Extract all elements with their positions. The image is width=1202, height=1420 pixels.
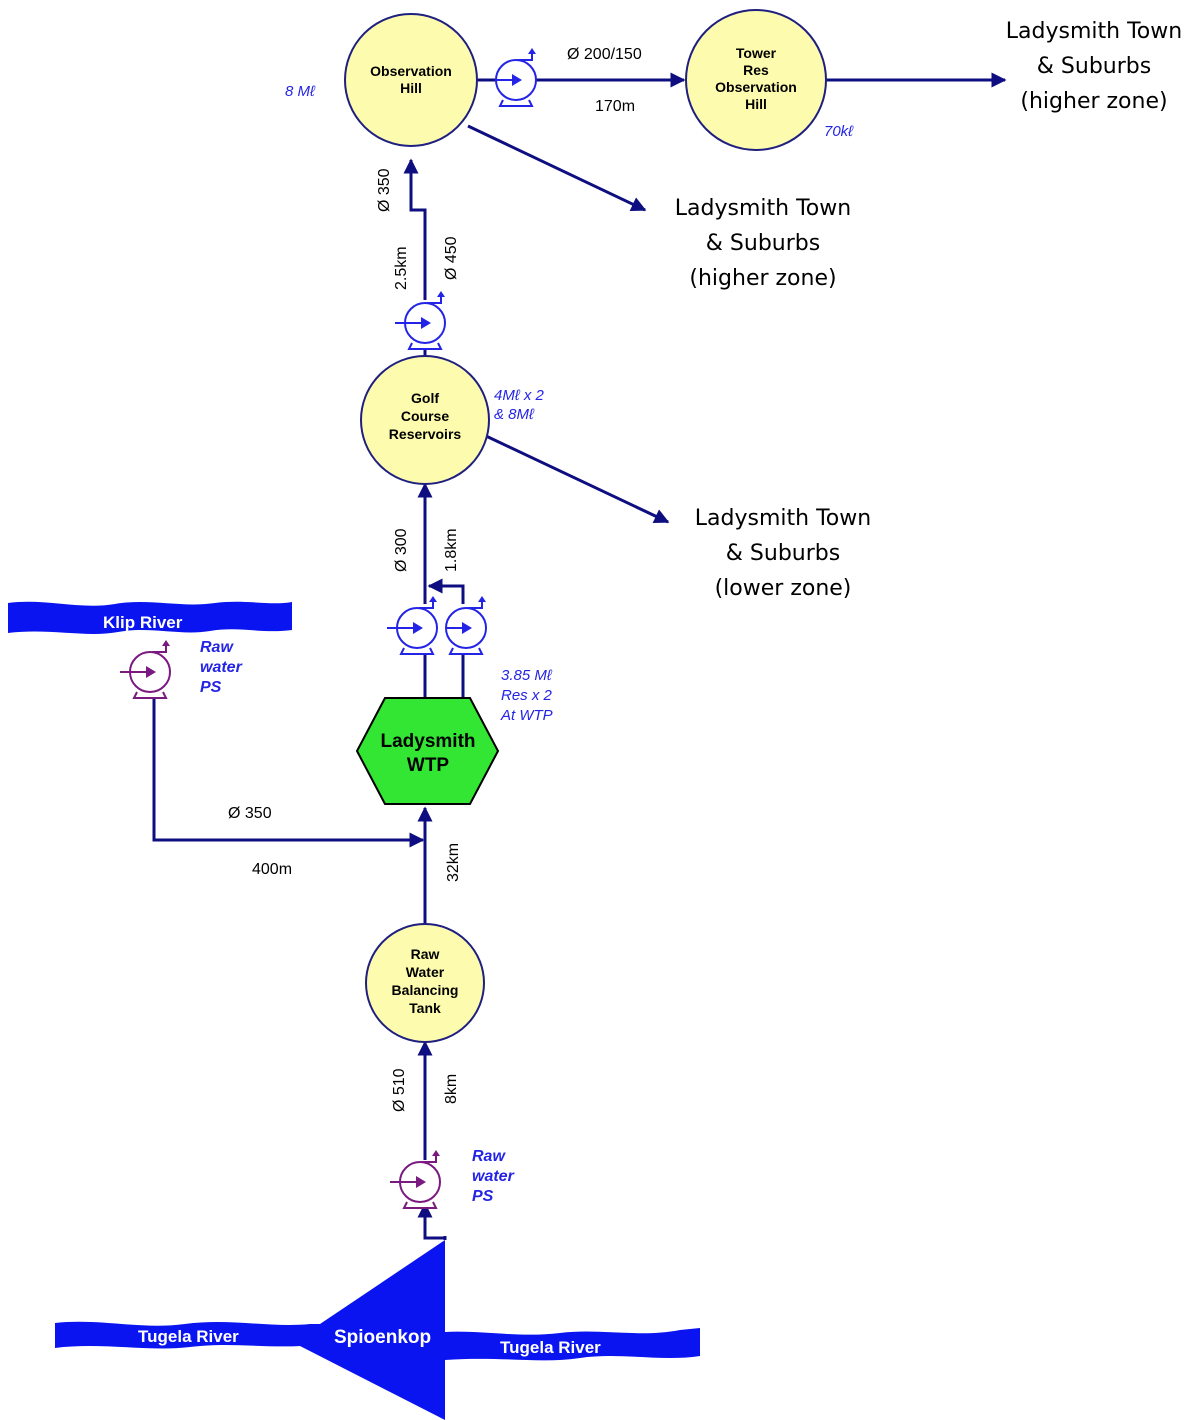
obs-pipe-length: 2.5km	[393, 246, 410, 290]
tower-pipe-length: 170m	[595, 98, 635, 115]
svg-text:Hill: Hill	[745, 96, 767, 112]
svg-text:Ladysmith Town: Ladysmith Town	[695, 506, 871, 531]
ladysmith-wtp: Ladysmith WTP	[355, 697, 500, 805]
klip-ps-label-3: PS	[200, 679, 222, 696]
pump-icon-golf-booster	[395, 291, 446, 350]
svg-text:Tank: Tank	[409, 1000, 441, 1016]
klip-river	[8, 601, 292, 634]
pipe-golf-to-lower-zone	[485, 434, 670, 524]
pump-icon-observation-tower	[495, 48, 537, 107]
obs-pipe-diameter-right: Ø 450	[443, 236, 460, 280]
golf-pipe-length: 1.8km	[443, 528, 460, 572]
svg-text:(higher zone): (higher zone)	[689, 266, 836, 291]
observation-hill-reservoir: Observation Hill	[344, 13, 478, 147]
golf-pipe-diameter: Ø 300	[393, 528, 410, 572]
svg-text:Ladysmith Town: Ladysmith Town	[675, 196, 851, 221]
pump-icon-wtp-1	[387, 596, 438, 655]
svg-text:& Suburbs: & Suburbs	[1037, 54, 1151, 79]
destination-golf-lower-zone: Ladysmith Town & Suburbs (lower zone)	[695, 506, 871, 601]
spioenkop-ps-label-1: Raw	[472, 1148, 506, 1165]
pipe-pump-to-observation	[403, 158, 427, 300]
klip-ps-label-2: water	[200, 659, 243, 676]
svg-text:& Suburbs: & Suburbs	[706, 231, 820, 256]
destination-obs-higher-zone: Ladysmith Town & Suburbs (higher zone)	[675, 196, 851, 291]
golf-course-capacity-2: & 8Mℓ	[494, 406, 535, 423]
pump-icon-klip-raw-water	[120, 640, 171, 699]
pump-icon-spioenkop-raw-water	[390, 1150, 441, 1209]
tugela-river-label-left: Tugela River	[138, 1327, 239, 1346]
svg-text:Tower: Tower	[736, 45, 777, 61]
svg-text:Raw: Raw	[411, 946, 440, 962]
tower-reservoir-capacity: 70kℓ	[824, 123, 854, 140]
pipe-pump-2-bypass	[427, 578, 465, 604]
balancing-tank: Raw Water Balancing Tank	[365, 923, 485, 1043]
obs-pipe-diameter-left: Ø 350	[376, 168, 393, 212]
svg-text:& Suburbs: & Suburbs	[726, 541, 840, 566]
svg-text:WTP: WTP	[407, 755, 450, 776]
spioenkop-pipe-length: 8km	[443, 1074, 460, 1104]
klip-pipe-diameter: Ø 350	[228, 805, 272, 822]
svg-text:(higher zone): (higher zone)	[1020, 89, 1167, 114]
svg-text:Ladysmith: Ladysmith	[380, 731, 475, 752]
pipe-obs-to-higher-zone	[467, 124, 647, 212]
wtp-pipe-length: 32km	[445, 843, 462, 882]
svg-text:Course: Course	[401, 408, 449, 424]
svg-text:Balancing: Balancing	[392, 982, 459, 998]
observation-hill-capacity: 8 Mℓ	[285, 83, 316, 100]
spioenkop-pipe-diameter: Ø 510	[391, 1068, 408, 1112]
wtp-capacity-1: 3.85 Mℓ	[501, 667, 553, 684]
svg-text:Golf: Golf	[411, 390, 439, 406]
golf-course-capacity-1: 4Mℓ x 2	[494, 387, 545, 404]
svg-text:Res: Res	[743, 62, 769, 78]
pipe-klip-to-wtp	[152, 698, 425, 848]
tower-reservoir: Tower Res Observation Hill	[685, 9, 827, 151]
svg-text:Observation: Observation	[715, 79, 797, 95]
pipe-dam-to-ps-bend	[417, 1202, 445, 1240]
pump-icon-wtp-2	[445, 596, 487, 655]
svg-text:(lower zone): (lower zone)	[715, 576, 852, 601]
wtp-capacity-2: Res x 2	[501, 687, 553, 704]
klip-river-label: Klip River	[103, 613, 183, 632]
spioenkop-ps-label-3: PS	[472, 1188, 494, 1205]
svg-text:Hill: Hill	[400, 80, 422, 96]
klip-ps-label-1: Raw	[200, 639, 234, 656]
spioenkop-ps-label-2: water	[472, 1168, 515, 1185]
svg-text:Ladysmith Town: Ladysmith Town	[1006, 19, 1182, 44]
destination-tower-higher-zone: Ladysmith Town & Suburbs (higher zone)	[1006, 19, 1182, 114]
svg-text:Observation: Observation	[370, 63, 452, 79]
klip-pipe-length: 400m	[252, 861, 292, 878]
tugela-river	[55, 1240, 700, 1420]
svg-text:Water: Water	[406, 964, 445, 980]
golf-course-reservoirs: Golf Course Reservoirs	[360, 355, 490, 485]
tower-pipe-diameter: Ø 200/150	[567, 46, 642, 63]
tugela-river-label-right: Tugela River	[500, 1338, 601, 1357]
spioenkop-dam-label: Spioenkop	[334, 1327, 431, 1348]
wtp-capacity-3: At WTP	[500, 707, 553, 724]
svg-text:Reservoirs: Reservoirs	[389, 426, 462, 442]
